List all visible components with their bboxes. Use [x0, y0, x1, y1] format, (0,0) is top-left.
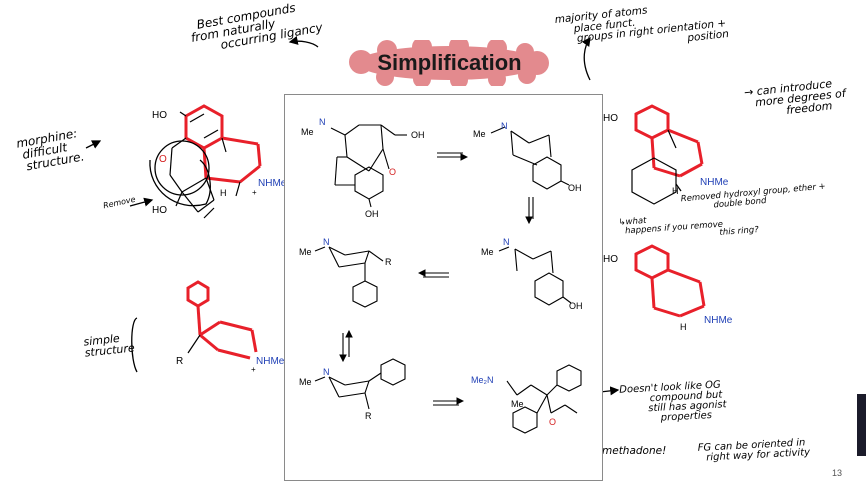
slide-page-number: 13: [832, 468, 843, 478]
structure-5: [314, 358, 406, 410]
morphine-structure: [149, 104, 262, 219]
s3-oh: OH: [569, 301, 583, 311]
s2-n: N: [501, 121, 508, 131]
s4-n: N: [323, 237, 330, 247]
right-bottom-nhme: NHMe: [704, 315, 733, 326]
morphine-ho-bottom: HO: [152, 205, 167, 216]
morphine-plus: +: [252, 188, 257, 197]
right-bottom-ho: HO: [603, 254, 618, 265]
s6-o: O: [549, 417, 556, 427]
simple-r: R: [176, 356, 183, 367]
right-top-ho: HO: [603, 113, 618, 124]
title-cloud-shape: [349, 36, 549, 89]
side-accent-bar: [857, 394, 866, 456]
s6-me: Me: [511, 399, 524, 409]
s2-oh: OH: [568, 183, 582, 193]
note-methadone: methadone!: [602, 445, 667, 457]
structure-3: [498, 246, 572, 306]
structure-2: [490, 126, 570, 190]
majority-atoms-arrow: [581, 36, 591, 81]
s5-r: R: [365, 411, 372, 421]
s1-o: O: [389, 167, 396, 177]
right-top-nhme: NHMe: [700, 177, 729, 188]
structure-1: [330, 124, 407, 208]
s4-me: Me: [299, 247, 312, 257]
s4-r: R: [385, 257, 392, 267]
right-top-h: H: [672, 186, 679, 196]
s5-me: Me: [299, 377, 312, 387]
slide-title: Simplification: [377, 50, 522, 75]
s5-n: N: [323, 367, 330, 377]
simple-nhme: NHMe: [256, 356, 285, 367]
s3-me: Me: [481, 247, 494, 257]
s6-me2n: Me₂N: [471, 375, 494, 385]
right-structure-bottom: [634, 244, 706, 318]
simple-plus: +: [251, 365, 256, 374]
panel-structures: N Me OH O OH N Me OH N Me OH N Me R N Me…: [299, 117, 583, 434]
removed-hydroxyl-tick: [675, 183, 682, 192]
slide-title-bubble: Simplification: [347, 36, 552, 89]
s1-me: Me: [301, 127, 314, 137]
right-structure-top: [631, 104, 704, 205]
remove-arrow: [129, 197, 154, 207]
simplification-panel: N Me OH O OH N Me OH N Me OH N Me R N Me…: [284, 94, 603, 481]
best-compounds-arrow: [288, 36, 319, 48]
simple-structure-bracket: [131, 317, 138, 373]
s1-n: N: [319, 117, 326, 127]
simple-structure: [186, 280, 258, 360]
s3-n: N: [503, 237, 510, 247]
morphine-ho-top: HO: [152, 110, 167, 121]
s1-oh-bottom: OH: [365, 209, 379, 219]
s2-me: Me: [473, 129, 486, 139]
morphine-h: H: [220, 188, 227, 198]
morphine-nhme: NHMe: [258, 178, 287, 189]
doesnt-look-arrow: [599, 386, 620, 396]
morphine-ether-o: O: [159, 154, 167, 165]
right-bottom-h: H: [680, 322, 687, 332]
structure-4: [314, 246, 384, 308]
morphine-arrow: [85, 140, 102, 149]
s1-oh-top: OH: [411, 130, 425, 140]
structure-6: [506, 364, 582, 434]
